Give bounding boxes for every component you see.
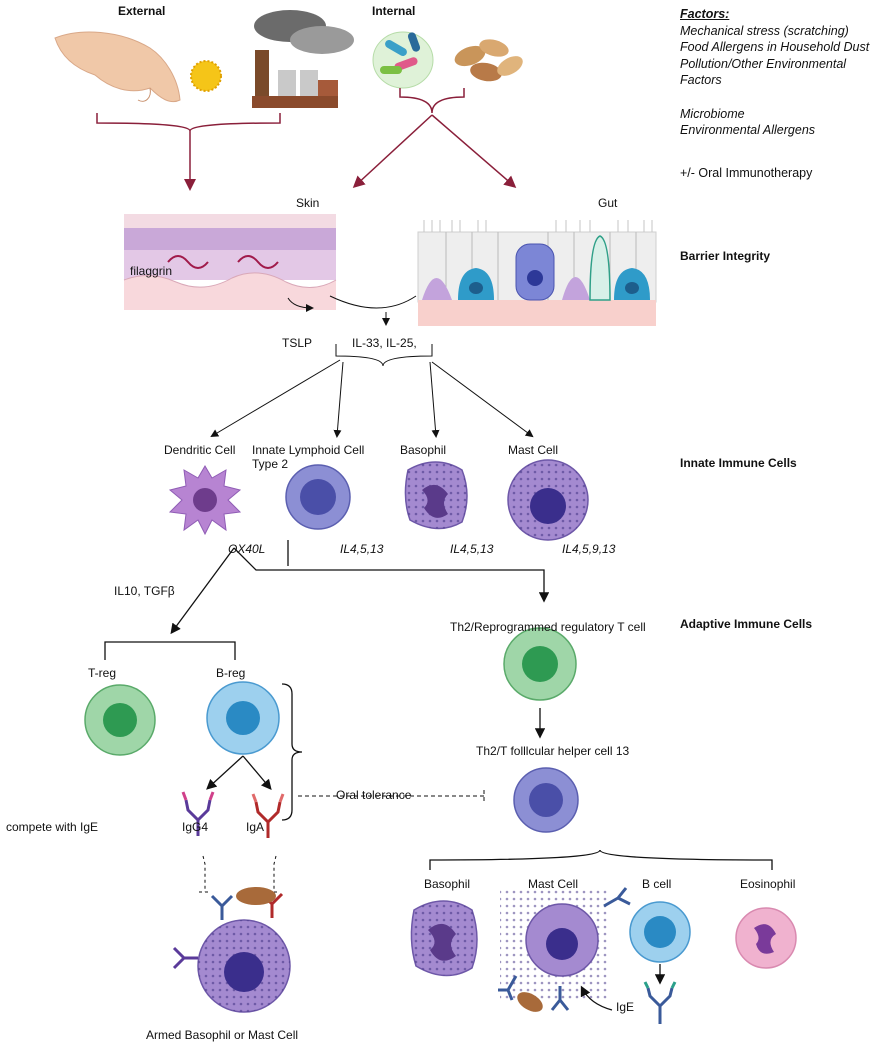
treg-cell — [84, 684, 156, 756]
igg4-antibody-icon — [181, 791, 215, 836]
oral-tolerance-line — [298, 790, 485, 802]
effector-basophil-cell — [410, 900, 478, 977]
basophil-output-label: IL4,5,13 — [450, 542, 494, 556]
treg-label: T-reg — [88, 666, 117, 680]
factor-item: Microbiome — [680, 106, 745, 121]
innate-cells-label: Innate Immune Cells — [680, 456, 797, 470]
external-brace — [96, 113, 281, 132]
skin-to-tslp-arrow — [287, 297, 314, 312]
iga-inhibition-line — [268, 855, 280, 893]
treg-breg-bracket — [104, 641, 236, 660]
eosinophil-label: Eosinophil — [740, 877, 796, 891]
effector-brace — [429, 849, 773, 870]
hand-icon — [54, 31, 181, 103]
mast-output-label: IL4,5,9,13 — [562, 542, 616, 556]
skin-to-il33-arrow — [329, 295, 417, 309]
arrow-to-basophil — [429, 361, 440, 438]
adaptive-cells-label: Adaptive Immune Cells — [680, 617, 813, 631]
filaggrin-label: filaggrin — [130, 264, 173, 278]
factors-panel: Factors: Mechanical stress (scratching) … — [680, 6, 869, 181]
ige-label: IgE — [616, 1000, 635, 1014]
gut-epithelium — [417, 220, 657, 326]
breg-cell — [206, 681, 280, 755]
factor-item: Pollution/Other Environmental — [680, 56, 847, 71]
iga-antibody-icon — [251, 793, 285, 838]
external-label: External — [118, 4, 166, 18]
bcell-label: B cell — [642, 877, 672, 891]
arrow-to-mast — [431, 361, 534, 438]
barrier-integrity-label: Barrier Integrity — [680, 249, 771, 263]
armed-mast-cell — [172, 887, 291, 1013]
innate-basophil-label: Basophil — [400, 443, 447, 457]
oral-tolerance-label: Oral tolerance — [336, 788, 412, 802]
oral-immunotherapy-note: +/- Oral Immunotherapy — [680, 165, 813, 180]
breg-to-igg4-arrow — [206, 755, 244, 790]
skin-label: Skin — [296, 196, 320, 210]
breg-label: B-reg — [216, 666, 246, 680]
compete-with-ige-label: compete with IgE — [6, 820, 99, 834]
eosinophil-cell — [735, 907, 797, 969]
tslp-label: TSLP — [282, 336, 313, 350]
ige-curved-arrow — [580, 985, 613, 1011]
skin-tissue — [123, 214, 337, 310]
il10-tgfb-label: IL10, TGFβ — [114, 584, 175, 598]
il33-il25-label: IL-33, IL-25, — [352, 336, 417, 350]
factor-item: Mechanical stress (scratching) — [680, 23, 849, 38]
innate-basophil-cell — [404, 461, 468, 530]
ige-antibody-icon — [643, 981, 677, 1024]
microbiome-icon — [372, 31, 434, 89]
ilc2-cell — [285, 464, 351, 530]
armed-cell-label: Armed Basophil or Mast Cell — [146, 1028, 299, 1042]
effector-mast-cell-label: Mast Cell — [528, 877, 579, 891]
internal-arrow-skin — [352, 114, 433, 189]
internal-arrow-gut — [431, 114, 517, 188]
degranulating-mast-cell — [498, 887, 631, 1012]
innate-mast-cell — [507, 459, 589, 541]
factor-item: Factors — [680, 73, 722, 87]
factor-item: Environmental Allergens — [680, 123, 816, 137]
cytokine-brace — [335, 344, 433, 367]
internal-label: Internal — [372, 4, 416, 18]
pollen-icon — [190, 60, 222, 92]
innate-mast-cell-label: Mast Cell — [508, 443, 559, 457]
peanuts-icon — [454, 39, 523, 82]
ilc2-output-label: IL4,5,13 — [340, 542, 384, 556]
ox40l-to-th2-line — [233, 547, 550, 603]
tfh13-cell — [513, 767, 579, 833]
regulatory-brace — [281, 683, 303, 821]
factor-item: Food Allergens in Household Dust — [680, 40, 870, 54]
ox40l-pathway-line — [170, 547, 235, 635]
ilc2-label-line1: Innate Lymphoid Cell — [252, 443, 365, 457]
dendritic-cell — [168, 465, 242, 536]
internal-brace — [399, 88, 465, 114]
gut-label: Gut — [598, 196, 618, 210]
th2-treg-cell — [503, 627, 577, 701]
ox40l-label: OX40L — [228, 542, 266, 556]
igg4-inhibition-line — [199, 855, 211, 893]
bcell — [629, 901, 691, 963]
iga-label: IgA — [246, 820, 265, 834]
ilc2-label-line2: Type 2 — [252, 457, 289, 471]
factory-icon — [252, 10, 354, 108]
arrow-to-dendritic — [210, 359, 341, 438]
th2-treg-label: Th2/Reprogrammed regulatory T cell — [450, 620, 646, 634]
breg-to-iga-arrow — [242, 755, 272, 790]
factors-title: Factors: — [680, 7, 730, 21]
effector-basophil-label: Basophil — [424, 877, 471, 891]
arrow-to-ilc2 — [333, 361, 344, 438]
dendritic-cell-label: Dendritic Cell — [164, 443, 236, 457]
tfh13-label: Th2/T folllcular helper cell 13 — [476, 744, 630, 758]
igg4-label: IgG4 — [182, 820, 209, 834]
